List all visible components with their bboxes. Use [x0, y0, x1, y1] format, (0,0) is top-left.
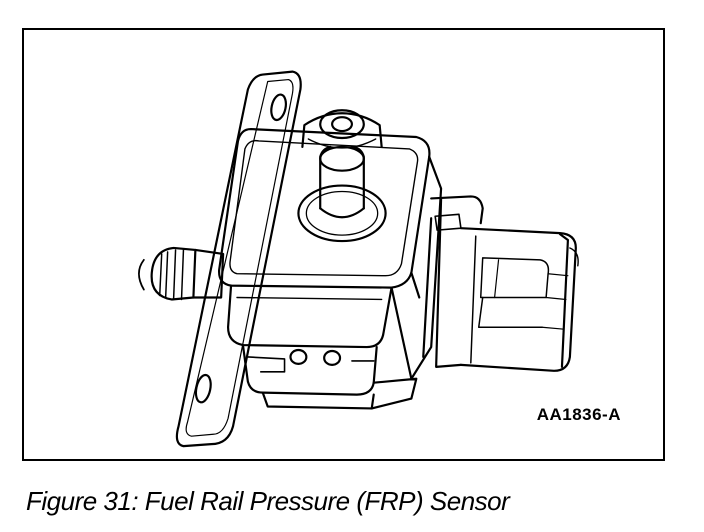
sensor-body: [218, 127, 443, 410]
threaded-port: [138, 246, 225, 301]
frp-sensor-illustration: [138, 70, 579, 448]
part-number-label: AA1836-A: [536, 405, 621, 424]
electrical-connector: [422, 195, 579, 372]
figure-frame: AA1836-A: [22, 28, 665, 461]
figure-caption: Figure 31: Fuel Rail Pressure (FRP) Sens…: [26, 486, 510, 516]
mounting-flange: [175, 70, 302, 448]
pressure-nozzle: [297, 109, 387, 243]
